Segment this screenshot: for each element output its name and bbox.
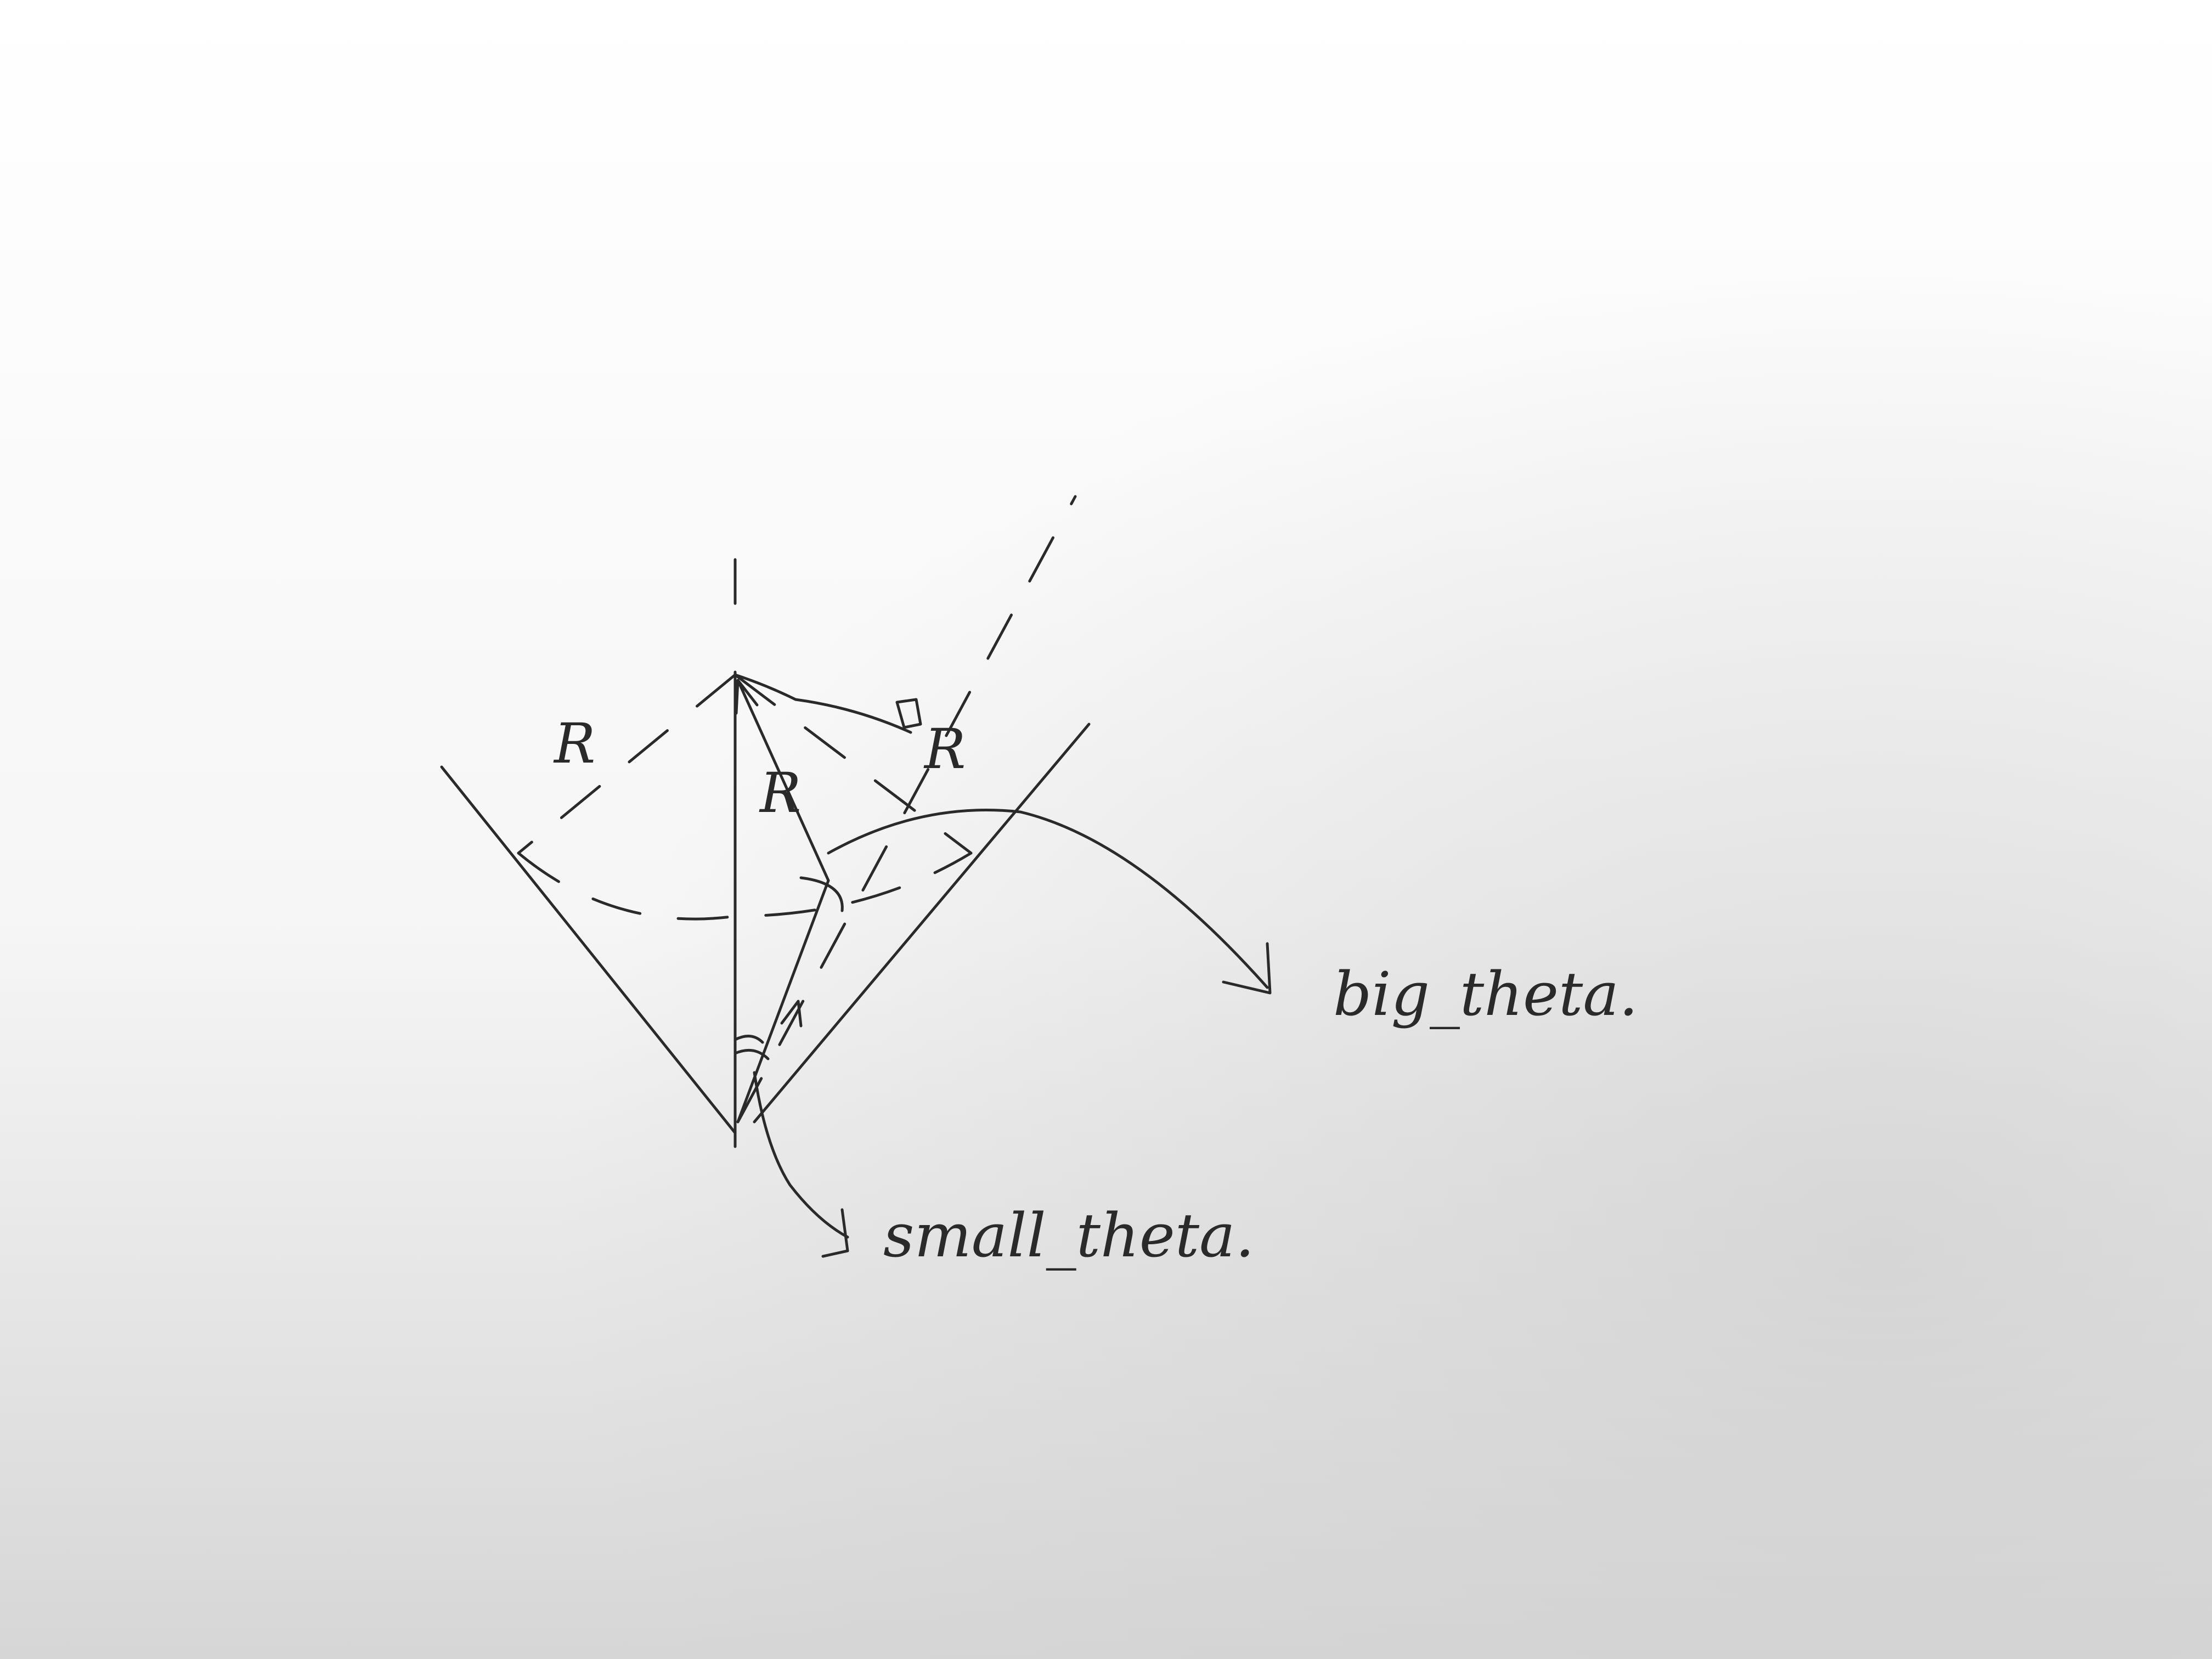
label-radius-middle: R: [759, 761, 801, 825]
dashed-base-arc: [517, 851, 973, 921]
label-big-theta: big_theta.: [1333, 959, 1638, 1029]
radius-arrow-line: [736, 679, 830, 882]
dashed-radius-right: [733, 673, 973, 855]
dashed-radius-left: [517, 673, 737, 855]
dashed-ray-upper-right: [736, 495, 1077, 1124]
inner-chord: [736, 879, 830, 1124]
right-angle-marker: [895, 698, 922, 729]
label-radius-right: R: [923, 717, 966, 781]
small-theta-leader: [753, 1071, 849, 1239]
cone-right-side: [753, 723, 1091, 1124]
small-theta-arc-2: [733, 1048, 770, 1060]
label-radius-left: R: [553, 712, 595, 776]
inner-arrow: [780, 1000, 803, 1028]
big-theta-arrowhead: [1222, 942, 1272, 995]
big-theta-arc: [799, 876, 844, 912]
top-right-arc: [733, 673, 912, 734]
small-theta-arrowhead: [821, 1208, 849, 1258]
big-theta-leader: [827, 809, 1269, 989]
radius-arrow-head: [735, 679, 759, 715]
cone-left-side: [440, 765, 737, 1135]
small-theta-arc-1: [733, 1035, 764, 1044]
label-small-theta: small_theta.: [883, 1200, 1255, 1271]
